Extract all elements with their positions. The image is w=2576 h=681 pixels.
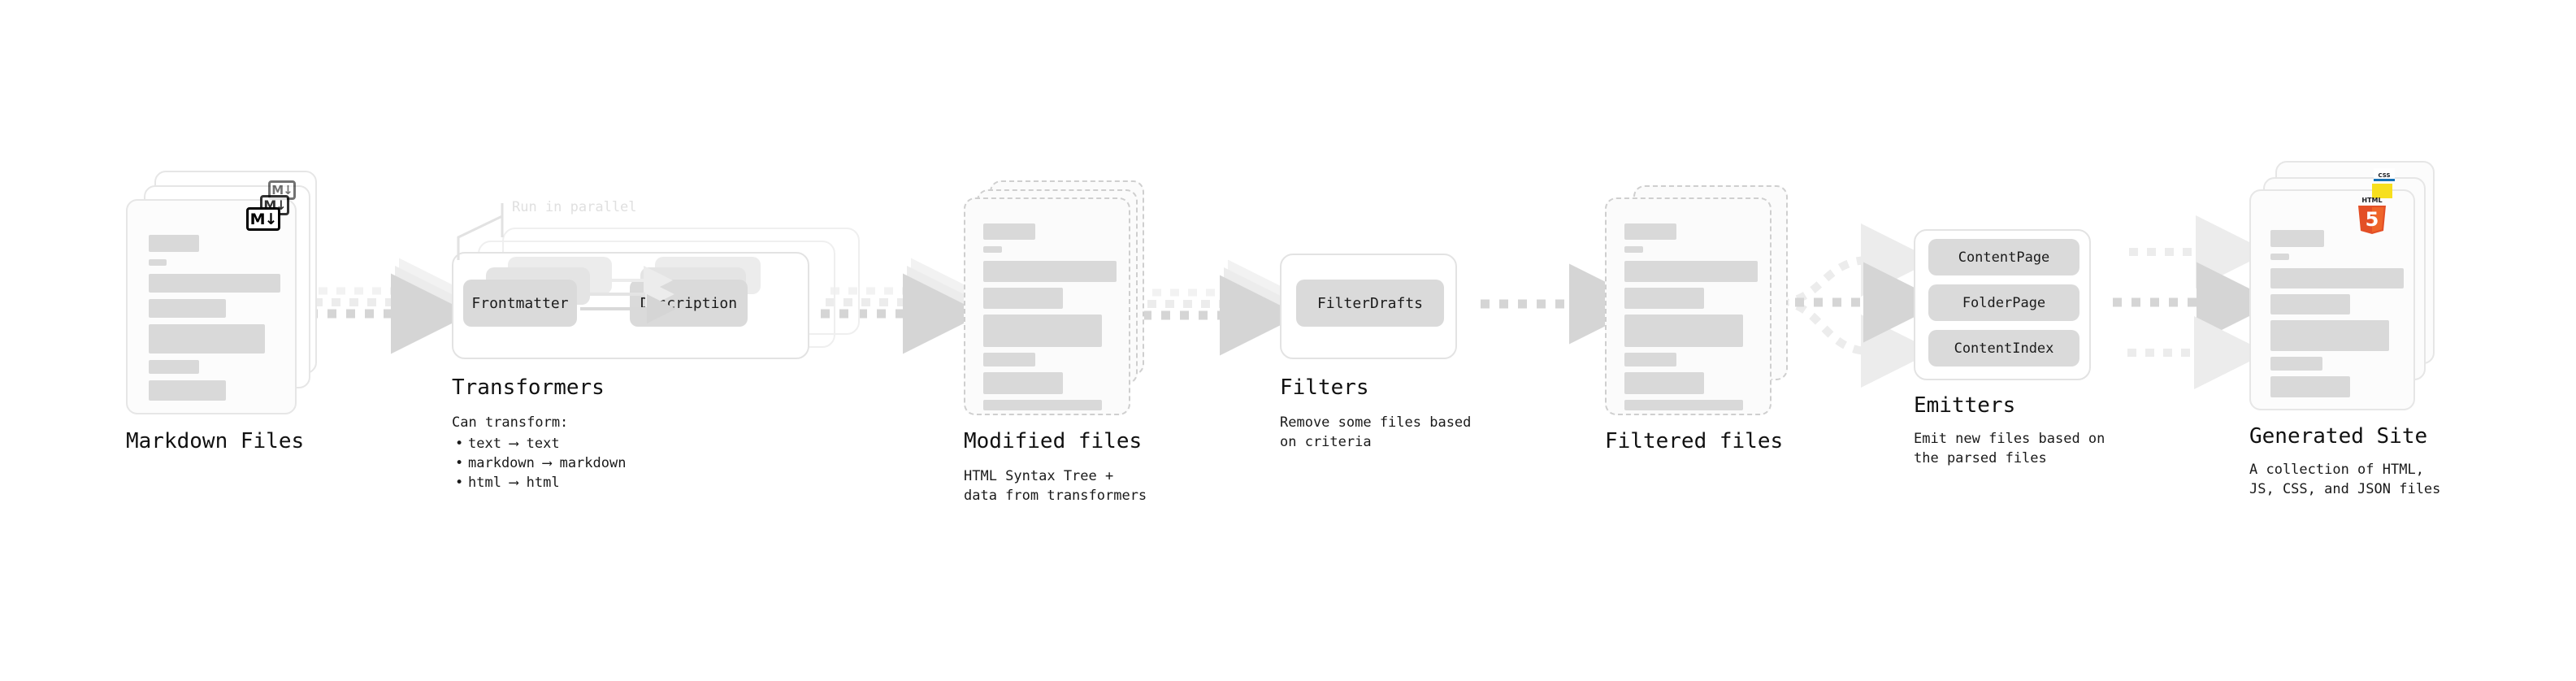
arrow-modified-to-filters	[1143, 259, 1300, 356]
transformers-subtitle: Can transform:	[452, 414, 569, 431]
arrow-filtered-to-emitters	[1776, 223, 1944, 388]
emitters-title: Emitters	[1914, 393, 2016, 418]
transformer-chip-frontmatter[interactable]: Frontmatter	[463, 280, 577, 327]
arrow-emitters-to-site	[2113, 215, 2277, 389]
svg-text:HTML: HTML	[2361, 197, 2382, 204]
modified-files-subtitle: HTML Syntax Tree + data from transformer…	[964, 468, 1147, 504]
arrow-markdown-to-transformers	[309, 258, 471, 354]
svg-text:5: 5	[2366, 208, 2379, 231]
transformers-bullet-0: •text ⟶ text	[455, 436, 560, 452]
transformers-bullet-1: •markdown ⟶ markdown	[455, 455, 627, 471]
emitter-chip-contentindex[interactable]: ContentIndex	[1928, 330, 2079, 367]
filters-subtitle: Remove some files based on criteria	[1280, 414, 1472, 450]
emitter-chip-folderpage[interactable]: FolderPage	[1928, 284, 2079, 321]
filter-chip-filterdrafts[interactable]: FilterDrafts	[1296, 280, 1444, 327]
bullet-dot-icon: •	[455, 475, 464, 491]
css-icon: CSS	[2374, 168, 2395, 181]
parallel-bracket-icon	[457, 203, 504, 260]
transformer-internal-arrows	[580, 266, 676, 323]
emitter-chip-contentpage[interactable]: ContentPage	[1928, 239, 2079, 275]
generated-site-subtitle: A collection of HTML, JS, CSS, and JSON …	[2249, 462, 2441, 497]
html5-icon: HTML 5	[2355, 195, 2389, 234]
parallel-label: Run in parallel	[512, 199, 637, 215]
modified-card-front	[964, 197, 1130, 415]
transformers-bullets: •text ⟶ text •markdown ⟶ markdown •html …	[455, 434, 626, 492]
js-icon	[2372, 184, 2392, 198]
generated-site-title: Generated Site	[2249, 424, 2428, 449]
filtered-files-title: Filtered files	[1605, 429, 1784, 453]
modified-files-title: Modified files	[964, 429, 1143, 453]
transformers-title: Transformers	[452, 375, 605, 400]
transformers-bullet-2: •html ⟶ html	[455, 475, 560, 491]
filtered-card-front	[1605, 197, 1772, 415]
bullet-dot-icon: •	[455, 436, 464, 452]
markdown-files-title: Markdown Files	[126, 429, 305, 453]
markdown-icon: M↓	[246, 207, 280, 231]
emitters-subtitle: Emit new files based on the parsed files	[1914, 431, 2105, 466]
markdown-card-front	[126, 199, 297, 414]
generated-card-front	[2249, 189, 2415, 410]
filters-title: Filters	[1280, 375, 1369, 400]
bullet-dot-icon: •	[455, 455, 464, 471]
